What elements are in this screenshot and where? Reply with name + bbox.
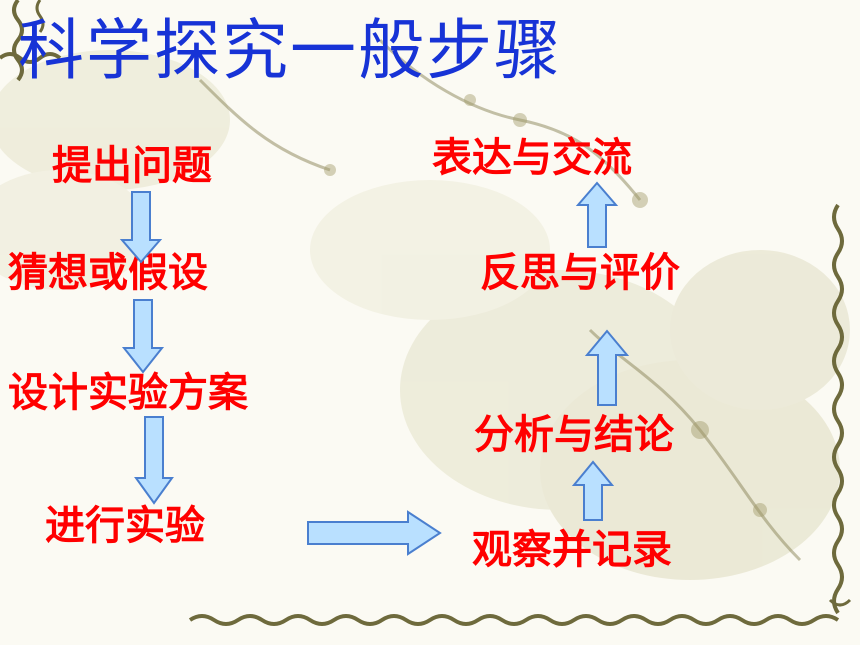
step-reflection-evaluation: 反思与评价 xyxy=(480,250,680,296)
step-hypothesis: 猜想或假设 xyxy=(8,250,208,296)
page-title: 科学探究一般步骤 xyxy=(18,12,562,89)
step-ask-question: 提出问题 xyxy=(52,143,212,189)
step-expression-communication: 表达与交流 xyxy=(432,135,632,181)
step-analysis-conclusion: 分析与结论 xyxy=(474,412,674,458)
step-observe-record: 观察并记录 xyxy=(472,527,672,573)
step-design-experiment: 设计实验方案 xyxy=(8,370,248,416)
step-conduct-experiment: 进行实验 xyxy=(45,503,205,549)
